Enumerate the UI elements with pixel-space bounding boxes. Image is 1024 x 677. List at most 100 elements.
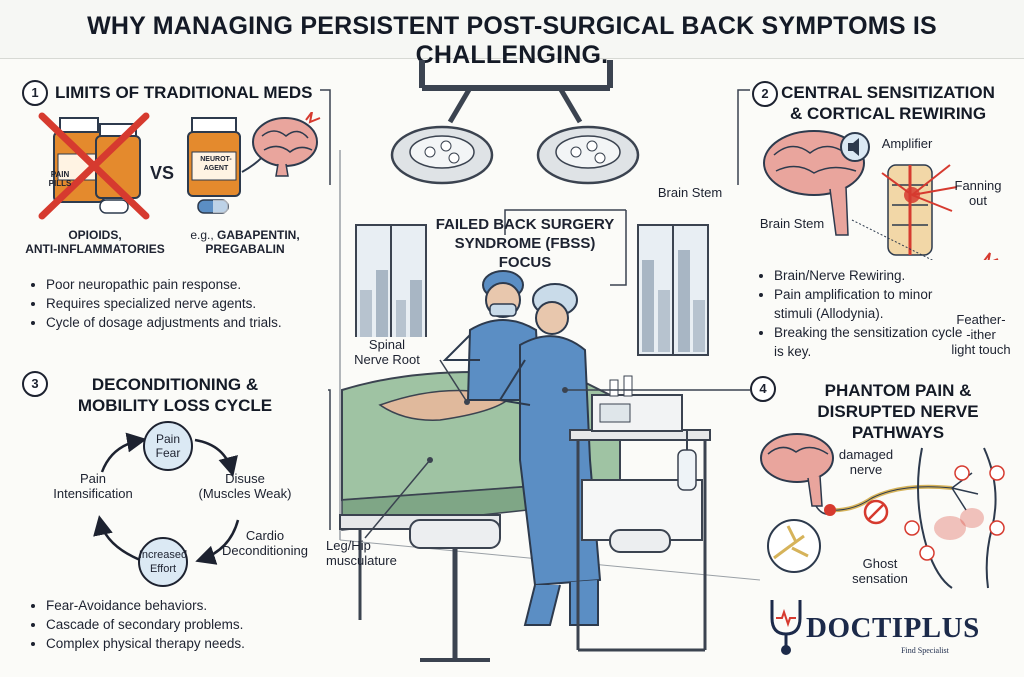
window-left <box>355 224 427 356</box>
section1-title: LIMITS OF TRADITIONAL MEDS <box>55 83 313 102</box>
cardio-line2: Deconditioning <box>221 543 308 558</box>
pain-pills-icon <box>38 112 150 220</box>
title-bar <box>0 0 1024 59</box>
section3-title-line1: DECONDITIONING & <box>91 375 259 394</box>
bullet-item: Pain amplification to minor stimuli (All… <box>774 285 964 323</box>
nerve-closeup-icon <box>767 519 821 573</box>
bullet-item: Poor neuropathic pain response. <box>46 275 346 294</box>
ghost-line1: Ghost <box>862 556 898 571</box>
cycle-label-pain-intensification: Pain Intensification <box>38 471 148 501</box>
page-title: WHY MANAGING PERSISTENT POST-SURGICAL BA… <box>87 12 937 69</box>
pill-label: PAIN PILLS <box>40 170 80 188</box>
node-top-line2: Fear <box>155 446 181 460</box>
neuro-agent-icon <box>187 117 241 214</box>
brain-icon <box>760 433 834 507</box>
caption-left-line1: OPIOIDS, <box>68 228 122 242</box>
spine-icon <box>881 164 958 256</box>
label-spinal-line2: Nerve Root <box>354 352 420 367</box>
bullet-item: Brain/Nerve Rewiring. <box>774 266 964 285</box>
caption-traditional: OPIOIDS, ANTI-INFLAMMATORIES <box>20 228 170 256</box>
label-brain-stem-center: Brain Stem <box>657 185 723 200</box>
label-leg-line1: Leg/Hip <box>326 538 371 553</box>
pain-line2: Intensification <box>53 486 133 501</box>
speaker-icon <box>840 132 870 162</box>
label-feather-touch: Feather- -ither light touch <box>942 312 1020 357</box>
damaged-line2: nerve <box>849 462 883 477</box>
section2-bullets: Brain/Nerve Rewiring. Pain amplification… <box>756 266 964 361</box>
section3-title-line2: MOBILITY LOSS CYCLE <box>77 396 273 415</box>
caption-right-prefix: e.g., <box>190 228 217 242</box>
bullet-item: Cycle of dosage adjustments and trials. <box>46 313 346 332</box>
section2-title: CENTRAL SENSITIZATION & CORTICAL REWIRIN… <box>778 82 998 124</box>
window-right <box>637 224 709 356</box>
section2-title-line2: & CORTICAL REWIRING <box>789 104 987 123</box>
section2-illustration <box>763 130 999 260</box>
section2-title-line1: CENTRAL SENSITIZATION <box>781 83 995 102</box>
fanning-line1: Fanning <box>954 178 1002 193</box>
disuse-line1: Disuse <box>225 471 265 486</box>
section1-illustration <box>38 112 321 220</box>
logo-tagline: Find Specialist <box>901 646 949 655</box>
brain-icon <box>252 112 321 177</box>
center-title-line2: SYNDROME (FBSS) FOCUS <box>454 235 596 271</box>
agent-label: NEUROT- AGENT <box>192 155 240 173</box>
label-damaged-nerve: damaged nerve <box>826 447 906 477</box>
section3-title: DECONDITIONING & MOBILITY LOSS CYCLE <box>55 374 295 416</box>
feather-line2: -ither <box>966 327 996 342</box>
vs-label: VS <box>150 163 175 183</box>
label-amplifier: Amplifier <box>881 136 933 151</box>
section4-title: PHANTOM PAIN & DISRUPTED NERVE PATHWAYS <box>778 380 1018 443</box>
section1-number: 1 <box>22 80 48 106</box>
nerve-path <box>824 472 979 525</box>
section4-title-line1: PHANTOM PAIN & <box>824 381 972 400</box>
agent-label-line1: NEUROT- <box>200 156 232 163</box>
hand-icon <box>983 252 999 260</box>
fanning-line2: out <box>968 193 988 208</box>
surgery-scene <box>320 60 760 662</box>
section4-illustration <box>760 433 1005 589</box>
pain-line1: Pain <box>79 471 107 486</box>
caption-left-line2: ANTI-INFLAMMATORIES <box>25 242 165 256</box>
bullet-item: Complex physical therapy needs. <box>46 634 346 653</box>
caption-neuro: e.g., GABAPENTIN, PREGABALIN <box>180 228 310 256</box>
label-brain-stem: Brain Stem <box>759 216 825 231</box>
agent-label-line2: AGENT <box>203 165 229 172</box>
section3-number: 3 <box>22 371 48 397</box>
label-fanning-out: Fanning out <box>948 178 1008 208</box>
cycle-arrows <box>93 432 240 565</box>
feather-line3: light touch <box>951 342 1011 357</box>
disuse-line2: (Muscles Weak) <box>198 486 292 501</box>
center-title: FAILED BACK SURGERY SYNDROME (FBSS) FOCU… <box>430 215 620 272</box>
center-title-line1: FAILED BACK SURGERY <box>435 216 615 233</box>
section1-bullets: Poor neuropathic pain response. Requires… <box>28 275 346 332</box>
damaged-line1: damaged <box>838 447 894 462</box>
section4-number: 4 <box>750 376 776 402</box>
ghost-line2: sensation <box>852 571 908 586</box>
cycle-label-cardio: Cardio Deconditioning <box>210 528 320 558</box>
body-outline <box>904 447 1005 589</box>
caption-right-line2: PREGABALIN <box>205 242 285 256</box>
caption-right-line1: GABAPENTIN, <box>217 228 300 242</box>
bullet-item: Fear-Avoidance behaviors. <box>46 596 346 615</box>
bullet-item: Requires specialized nerve agents. <box>46 294 346 313</box>
cardio-line1: Cardio <box>245 528 285 543</box>
logo-name: DOCTIPLUS <box>806 612 980 644</box>
brain-icon <box>763 130 865 236</box>
bullet-item: Breaking the sensitization cycle is key. <box>774 323 964 361</box>
cycle-label-disuse: Disuse (Muscles Weak) <box>190 471 300 501</box>
surgical-lights <box>390 60 640 185</box>
equipment-cart <box>569 375 711 652</box>
section3-bullets: Fear-Avoidance behaviors. Cascade of sec… <box>28 596 346 653</box>
feather-line1: Feather- <box>956 312 1006 327</box>
section4-title-line2: DISRUPTED NERVE PATHWAYS <box>817 402 979 442</box>
node-bottom-line1: Increased <box>138 549 188 561</box>
stethoscope-icon <box>770 600 802 655</box>
label-spinal-line1: Spinal <box>368 337 406 352</box>
node-bottom-line2: Effort <box>149 563 177 575</box>
label-spinal-nerve-root: Spinal Nerve Root <box>342 337 432 367</box>
label-ghost-sensation: Ghost sensation <box>840 556 920 586</box>
label-leg-line2: musculature <box>326 553 397 568</box>
label-leg-hip: Leg/Hip musculature <box>326 538 422 568</box>
